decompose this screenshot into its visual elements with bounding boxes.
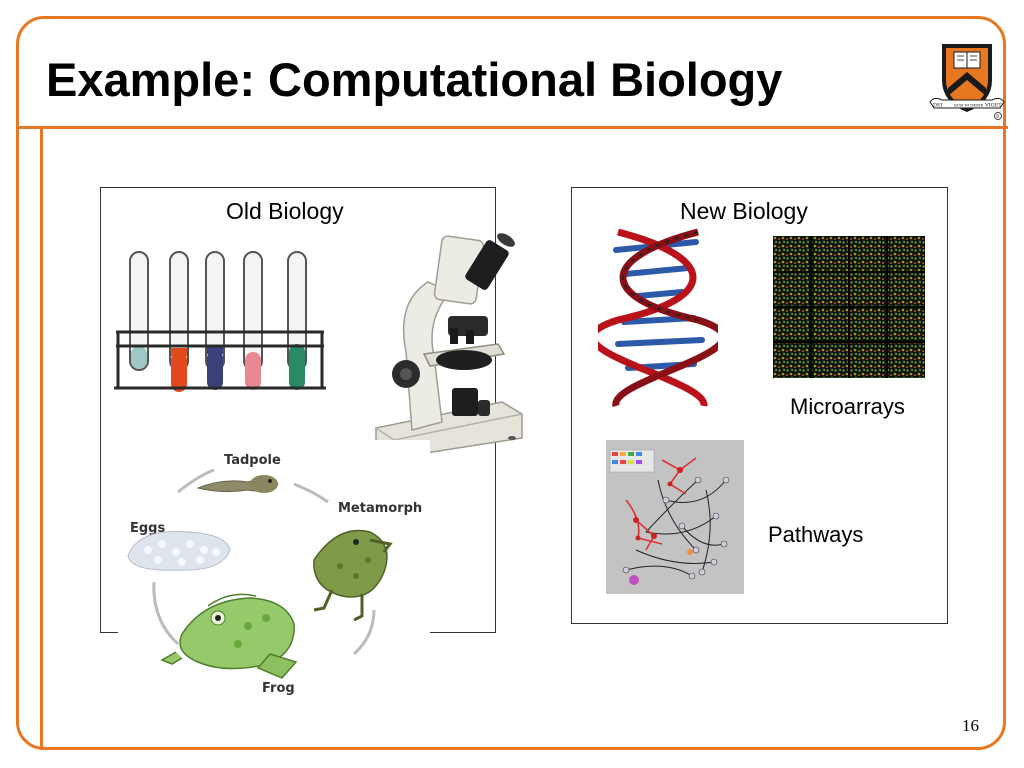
princeton-shield-icon: DEI SUB NUMINE VIGET R [929, 44, 1005, 120]
new-biology-label: New Biology [680, 198, 808, 224]
side-divider [40, 128, 43, 750]
svg-text:DEI: DEI [933, 103, 943, 109]
svg-text:Eggs: Eggs [130, 521, 165, 536]
old-biology-label: Old Biology [226, 198, 344, 224]
page-number: 16 [962, 716, 979, 735]
svg-text:Frog: Frog [262, 681, 295, 696]
slide-title: Example: Computational Biology [46, 53, 783, 106]
svg-text:R: R [996, 114, 999, 120]
pathways-label: Pathways [768, 522, 864, 547]
slide-frame [16, 16, 1006, 750]
microscope-icon [375, 233, 523, 460]
pathway-network-icon [606, 440, 744, 594]
dna-helix-icon [598, 228, 718, 407]
frog-lifecycle-icon: Tadpole Metamorph Eggs Frog [118, 440, 430, 706]
svg-text:Tadpole: Tadpole [224, 453, 281, 468]
svg-text:SUB NUMINE: SUB NUMINE [954, 103, 983, 108]
svg-text:Metamorph: Metamorph [338, 501, 422, 516]
microarrays-label: Microarrays [790, 394, 905, 419]
svg-text:VIGET: VIGET [984, 103, 1002, 109]
title-divider [16, 126, 1008, 129]
microarray-icon [773, 236, 925, 378]
test-tubes-icon [110, 248, 330, 398]
